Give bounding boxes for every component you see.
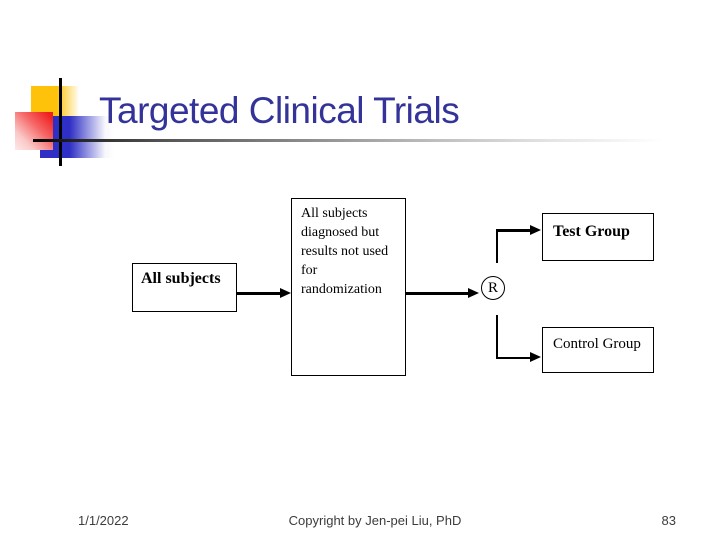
- control-group-box: Control Group: [542, 327, 654, 373]
- all-subjects-box: All subjects: [132, 263, 237, 312]
- diagnosed-line: results not used: [301, 244, 389, 259]
- randomization-label: R: [487, 279, 498, 296]
- test-group-box: Test Group: [542, 213, 654, 261]
- slide-title: Targeted Clinical Trials: [99, 90, 460, 131]
- deco-red-square: [15, 112, 53, 150]
- arrow-line: [495, 229, 498, 263]
- diagnosed-box: All subjects diagnosed but results not u…: [291, 198, 406, 376]
- footer-date: 1/1/2022: [78, 513, 129, 528]
- diagnosed-line: All subjects: [301, 206, 368, 221]
- deco-vertical-line: [59, 78, 62, 166]
- control-group-label: Control Group: [553, 336, 641, 352]
- arrowhead-icon: [530, 224, 541, 235]
- arrow-line: [495, 356, 531, 359]
- title-underline: [33, 139, 688, 142]
- arrowhead-icon: [280, 287, 291, 298]
- arrow-line: [237, 292, 281, 295]
- arrow-line: [406, 292, 468, 295]
- footer-copyright: Copyright by Jen-pei Liu, PhD: [288, 513, 462, 528]
- randomization-circle: R: [481, 276, 505, 300]
- deco-yellow-square: [31, 86, 78, 117]
- footer-page-number: 83: [661, 513, 676, 528]
- diagnosed-line: randomization: [301, 282, 382, 297]
- all-subjects-label: All subjects: [141, 270, 221, 287]
- arrow-line: [495, 315, 498, 358]
- diagnosed-line: diagnosed but: [301, 225, 380, 240]
- arrowhead-icon: [530, 352, 541, 363]
- test-group-label: Test Group: [553, 223, 630, 240]
- diagnosed-line: for: [301, 263, 318, 278]
- arrow-line: [495, 229, 531, 232]
- arrowhead-icon: [468, 287, 479, 298]
